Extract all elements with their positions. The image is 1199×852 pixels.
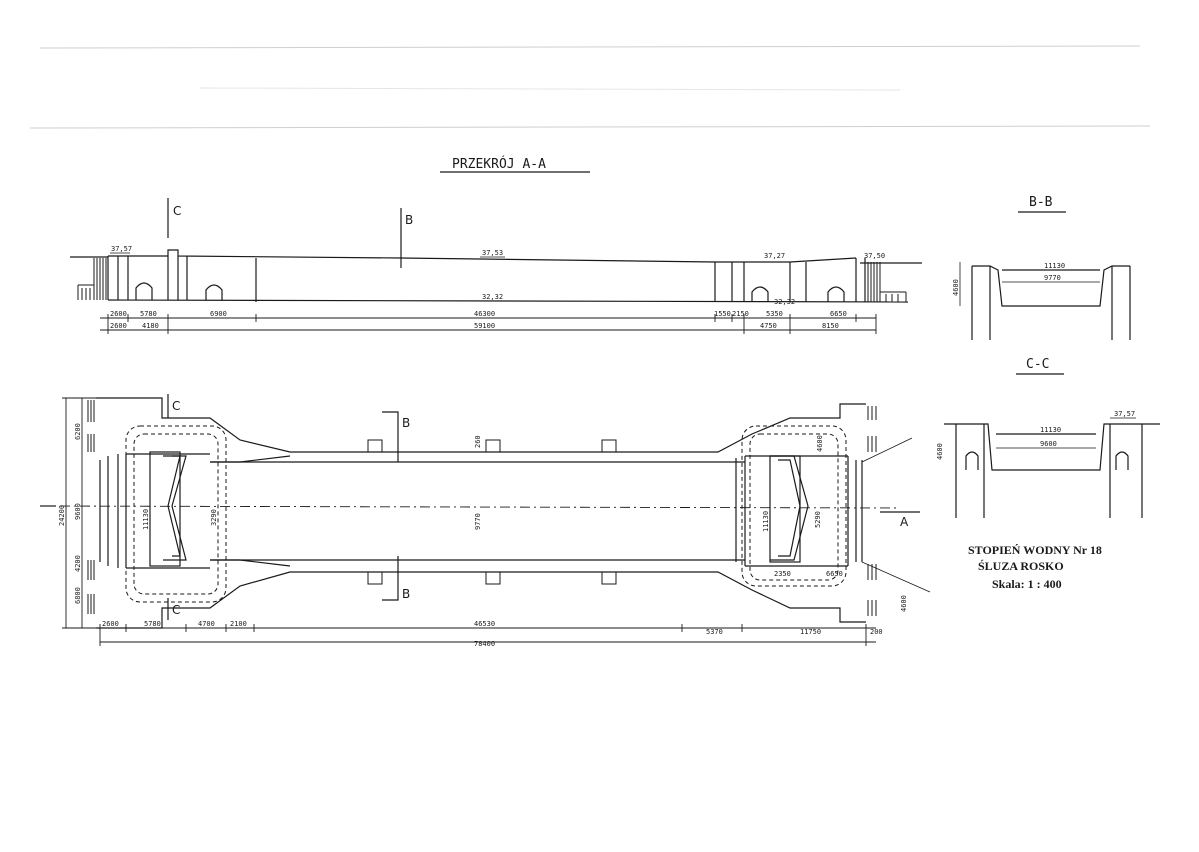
aa-dim-row1-1: 5780 bbox=[140, 310, 157, 318]
plan-dim-row1-1: 5780 bbox=[144, 620, 161, 628]
plan-dim-row1-7: 200 bbox=[870, 628, 883, 636]
level-label-5: 32,32 bbox=[482, 293, 503, 301]
section-bb: B-B 4600 11130 9770 bbox=[952, 195, 1131, 340]
aa-dim-row1-0: 2600 bbox=[110, 310, 127, 318]
plan-inner-dim-4: 11130 bbox=[762, 511, 770, 532]
plan-vdim-3: 4200 bbox=[74, 555, 82, 572]
aa-dim-row1-3: 46300 bbox=[474, 310, 495, 318]
aa-dim-row1-6: 5350 bbox=[766, 310, 783, 318]
plan-inner-dim-8: 2350 bbox=[774, 570, 791, 578]
plan-dim-row1-5: 5370 bbox=[706, 628, 723, 636]
section-aa-title: PRZEKRÓJ A-A bbox=[452, 156, 546, 172]
plan-inner-dim-1: 3290 bbox=[210, 509, 218, 526]
bb-dim-inner: 9770 bbox=[1044, 274, 1061, 282]
level-label-4: 37,50 bbox=[864, 252, 885, 260]
plan-vdim-0: 6200 bbox=[74, 423, 82, 440]
plan-inner-dim-0: 11130 bbox=[142, 509, 150, 530]
plan-cut-c-top-label: C bbox=[172, 399, 180, 413]
plan-dim-row1-3: 2100 bbox=[230, 620, 247, 628]
plan-vdim-4: 6800 bbox=[74, 587, 82, 604]
aa-dim-row2-1: 4180 bbox=[142, 322, 159, 330]
cc-dim-inner: 9600 bbox=[1040, 440, 1057, 448]
scan-artifacts bbox=[29, 45, 1151, 129]
aa-dim-row1-7: 6650 bbox=[830, 310, 847, 318]
bb-dim-width: 11130 bbox=[1044, 262, 1065, 270]
cc-dim-height: 4600 bbox=[936, 443, 944, 460]
aa-dim-row2-3: 4750 bbox=[760, 322, 777, 330]
section-cc: C-C 4600 11130 9600 37,57 bbox=[936, 357, 1160, 518]
section-cc-title: C-C bbox=[1026, 357, 1049, 372]
section-aa-hatching-right bbox=[867, 262, 907, 302]
section-aa-cut-b-label: B bbox=[405, 213, 413, 227]
title-block: STOPIEŃ WODNY Nr 18 ŚLUZA ROSKO Skala: 1… bbox=[968, 543, 1102, 591]
plan-inner-dim-6: 6650 bbox=[826, 570, 843, 578]
aa-dim-row2-0: 2600 bbox=[110, 322, 127, 330]
plan-inner-dim-2: 260 bbox=[474, 435, 482, 448]
section-aa: PRZEKRÓJ A-A C B bbox=[70, 156, 922, 334]
plan-cut-c-bottom-label: C bbox=[172, 603, 180, 617]
plan-dim-row1-6: 11750 bbox=[800, 628, 821, 636]
plan-inner-dim-3: 9770 bbox=[474, 513, 482, 530]
plan-inner-dim-9: 4600 bbox=[900, 595, 908, 612]
level-label-3: 37,27 bbox=[764, 252, 785, 260]
aa-dim-row1-5: 2150 bbox=[732, 310, 749, 318]
bb-dim-height: 4600 bbox=[952, 279, 960, 296]
plan-dim-row1-2: 4700 bbox=[198, 620, 215, 628]
aa-dim-row1-4: 1550 bbox=[714, 310, 731, 318]
plan-inner-dim-7: 4600 bbox=[816, 435, 824, 452]
plan-cut-a-label: A bbox=[900, 515, 909, 529]
section-aa-hatching-left bbox=[77, 258, 107, 300]
section-aa-cut-c-label: C bbox=[173, 204, 181, 218]
cc-level: 37,57 bbox=[1114, 410, 1135, 418]
plan-dim-row1-0: 2600 bbox=[102, 620, 119, 628]
title-line-3: Skala: 1 : 400 bbox=[992, 577, 1062, 591]
plan-dim-total: 78400 bbox=[474, 640, 495, 648]
aa-dim-row2-4: 8150 bbox=[822, 322, 839, 330]
plan-dim-row1-4: 46530 bbox=[474, 620, 495, 628]
plan-view: C C B B A 6200 24200 9600 4200 6800 1113… bbox=[39, 394, 931, 648]
aa-dim-row2-2: 59100 bbox=[474, 322, 495, 330]
level-label-6: 32,32 bbox=[774, 298, 795, 306]
title-line-1: STOPIEŃ WODNY Nr 18 bbox=[968, 543, 1102, 557]
plan-inner-dim-5: 5290 bbox=[814, 511, 822, 528]
plan-cut-b-bottom-label: B bbox=[402, 587, 410, 601]
level-label-1: 37,57 bbox=[111, 245, 132, 253]
title-line-2: ŚLUZA ROSKO bbox=[978, 559, 1064, 573]
section-bb-title: B-B bbox=[1029, 195, 1053, 210]
plan-vdim-1: 24200 bbox=[58, 505, 66, 526]
aa-dim-row1-2: 6900 bbox=[210, 310, 227, 318]
plan-cut-b-top-label: B bbox=[402, 416, 410, 430]
level-label-2: 37,53 bbox=[482, 249, 503, 257]
plan-vdim-2: 9600 bbox=[74, 503, 82, 520]
cc-dim-width: 11130 bbox=[1040, 426, 1061, 434]
